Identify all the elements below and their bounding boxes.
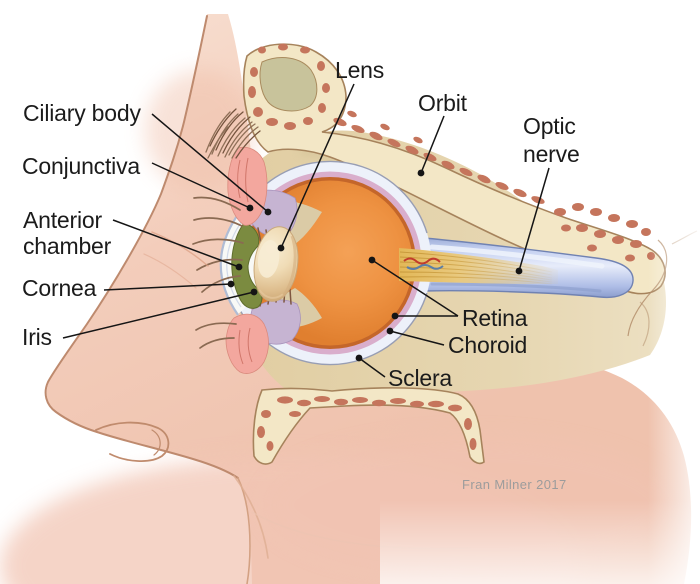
leader-iris bbox=[62, 288, 258, 339]
leader-orbit bbox=[417, 115, 445, 177]
label-retina: Retina bbox=[462, 305, 528, 331]
nostril bbox=[95, 421, 170, 462]
label-orbit: Orbit bbox=[418, 90, 467, 116]
profile-outline bbox=[44, 15, 471, 584]
conjunctiva-eyelid-tissue bbox=[225, 146, 269, 374]
leader-retina bbox=[368, 256, 459, 320]
label-anterior-chamber: Anterior chamber bbox=[23, 207, 112, 259]
retinal-artery bbox=[403, 257, 441, 265]
cornea bbox=[219, 212, 243, 316]
leader-anterior-chamber bbox=[112, 219, 243, 271]
label-lens: Lens bbox=[335, 57, 385, 83]
orbital-floor-bone bbox=[252, 387, 485, 465]
eyelashes bbox=[192, 196, 244, 349]
leader-ciliary-body bbox=[151, 113, 272, 216]
leader-cornea bbox=[103, 280, 235, 291]
leader-choroid bbox=[386, 327, 445, 346]
bone-marrow-spots bbox=[248, 43, 655, 262]
frontal-sinus bbox=[259, 57, 318, 112]
iris bbox=[231, 222, 263, 309]
leader-lens bbox=[277, 83, 355, 252]
label-conjunctiva: Conjunctiva bbox=[22, 153, 140, 179]
artist-credit: Fran Milner 2017 bbox=[462, 477, 567, 492]
label-cornea: Cornea bbox=[22, 275, 97, 301]
label-sclera: Sclera bbox=[388, 365, 452, 391]
eyebrow bbox=[205, 108, 261, 159]
anterior-segment bbox=[219, 189, 322, 345]
label-optic-nerve: Optic nerve bbox=[523, 113, 580, 167]
label-iris: Iris bbox=[22, 324, 52, 350]
leader-conjunctiva bbox=[151, 162, 254, 212]
optic-nerve-fibers bbox=[399, 248, 558, 285]
retinal-vein bbox=[406, 264, 444, 270]
label-choroid: Choroid bbox=[448, 332, 528, 358]
bone-marrow-spots bbox=[257, 396, 477, 451]
leader-optic-nerve bbox=[515, 167, 550, 275]
label-ciliary-body: Ciliary body bbox=[23, 100, 141, 126]
leader-sclera bbox=[355, 354, 386, 378]
lens bbox=[253, 226, 299, 302]
leader-lines bbox=[62, 83, 550, 378]
